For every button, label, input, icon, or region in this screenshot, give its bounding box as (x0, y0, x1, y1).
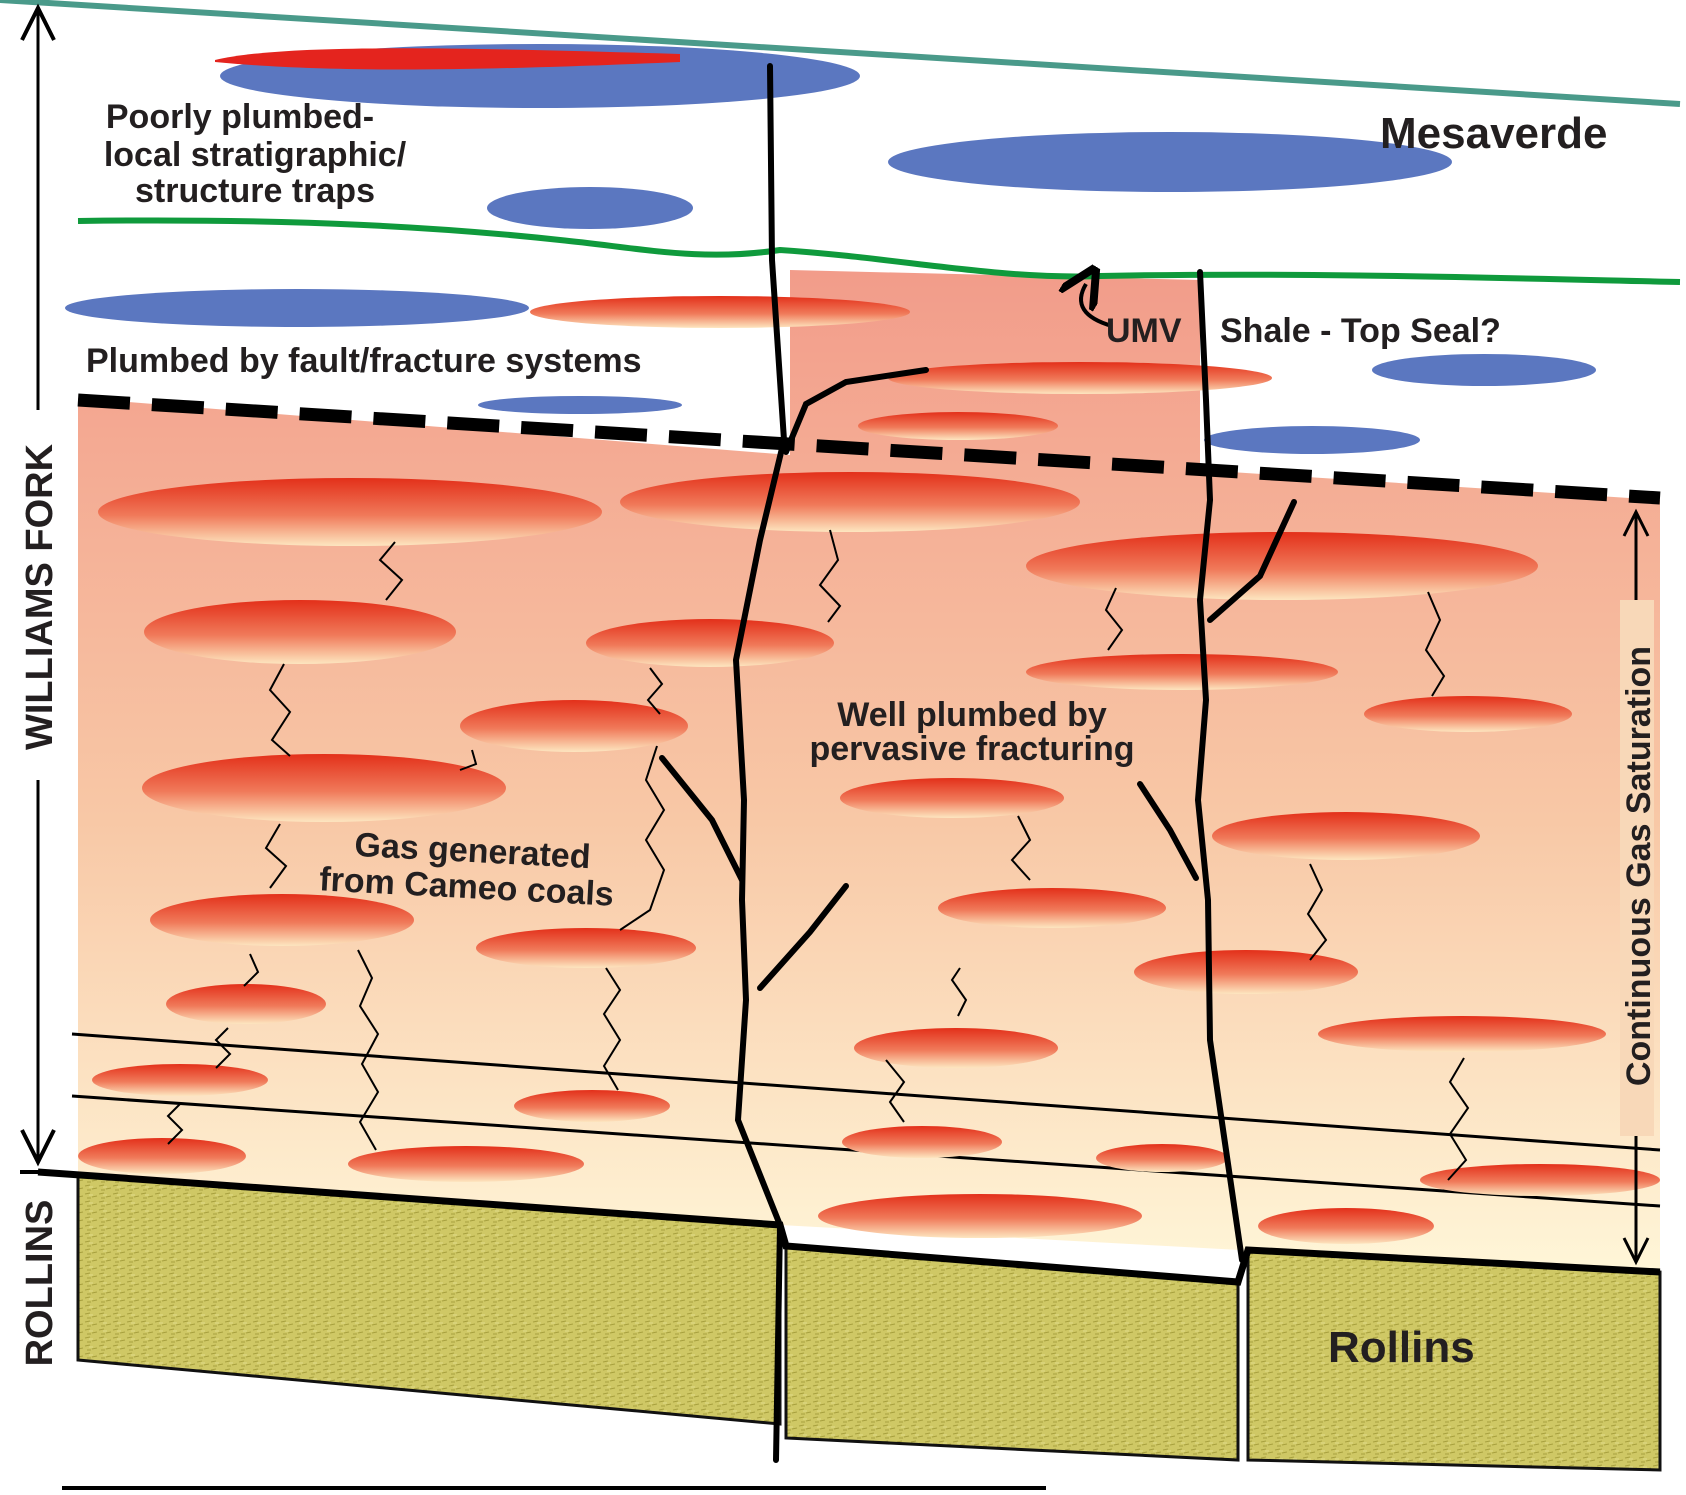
gas-lens (460, 700, 688, 752)
fault-left (732, 63, 788, 1463)
gas-lenses (78, 296, 1660, 1244)
fracture-branch (783, 367, 929, 455)
umv-shale-line (77, 217, 1681, 285)
gas-lens (150, 894, 414, 946)
well-plumbed-line2: pervasive fracturing (809, 730, 1134, 768)
poorly-plumbed-line3: structure traps (135, 172, 375, 210)
plumbed-fault-label: Plumbed by fault/fracture systems (86, 342, 642, 380)
gas-lens (1364, 696, 1572, 732)
gas-lens (1026, 532, 1538, 600)
williams-fork-label: WILLIAMS FORK (19, 443, 61, 750)
gas-lens (1212, 812, 1480, 860)
water-lens (888, 132, 1452, 192)
umv-label: UMV (1106, 312, 1182, 350)
gas-lens (530, 296, 910, 328)
gas-lens (818, 1194, 1142, 1238)
arrow-down-icon (1622, 1237, 1650, 1266)
williams-fork-label-bg (20, 410, 58, 780)
rollins-unit-label: Rollins (1328, 1323, 1475, 1372)
rollins-axis-label-bg (20, 1180, 58, 1390)
gas-lens (1420, 1164, 1660, 1196)
umv-arrow-icon (1081, 284, 1113, 328)
mesaverde-label: Mesaverde (1380, 109, 1607, 158)
gas-lens (586, 619, 834, 667)
gas-lens (476, 928, 696, 968)
shale-top-seal-label: Shale - Top Seal? (1220, 312, 1501, 350)
gas-lens (92, 1064, 268, 1096)
gas-lens (98, 478, 602, 546)
gas-lens-top-red (215, 48, 680, 70)
gas-lens (166, 984, 326, 1024)
gas-lens (1258, 1208, 1434, 1244)
gas-lens (858, 412, 1058, 440)
fracture-branch (757, 883, 849, 991)
continuous-gas-label-bg (1620, 600, 1654, 1136)
gas-lens (1096, 1144, 1228, 1172)
gas-lens (514, 1090, 670, 1122)
well-plumbed-line1: Well plumbed by (837, 696, 1107, 734)
fracture-branch (1137, 781, 1199, 881)
poorly-plumbed-line2: local stratigraphic/ (104, 136, 407, 174)
gas-lens (1318, 1016, 1606, 1052)
water-lens (1372, 354, 1596, 386)
gas-migration-paths (166, 529, 1470, 1181)
arrow-up-icon (1622, 508, 1650, 537)
mesaverde-top-line (0, 0, 1681, 107)
water-lens (478, 396, 682, 414)
gas-lens (142, 754, 506, 822)
gas-lens (348, 1146, 584, 1182)
gas-lens (78, 1138, 246, 1174)
coal-horizon-1 (71, 1032, 1661, 1152)
water-lens (487, 187, 693, 229)
fault-right (1194, 269, 1245, 1263)
gas-lens (1134, 950, 1358, 994)
water-lens (65, 289, 529, 327)
gas-lens (1026, 654, 1338, 690)
rollins-top-boundary (37, 1168, 1661, 1286)
water-lens (1204, 426, 1420, 454)
fracture-branch (659, 755, 745, 883)
arrow-down-icon (20, 1129, 56, 1167)
gas-lens (842, 1126, 1002, 1158)
continuous-gas-label: Continuous Gas Saturation (1620, 646, 1658, 1086)
gas-lens (620, 472, 1080, 532)
continuous-saturation-top (77, 393, 1661, 505)
gas-lens (854, 1028, 1058, 1068)
gas-lens (840, 778, 1064, 818)
rollins-axis-label: ROLLINS (19, 1200, 61, 1367)
arrow-up-icon (20, 3, 56, 41)
fracture-branch (1207, 499, 1297, 623)
gas-lens (144, 600, 456, 664)
gas-lens (938, 888, 1166, 928)
faults (659, 63, 1297, 1463)
poorly-plumbed-line1: Poorly plumbed- (106, 98, 374, 136)
gas-lens (888, 362, 1272, 394)
